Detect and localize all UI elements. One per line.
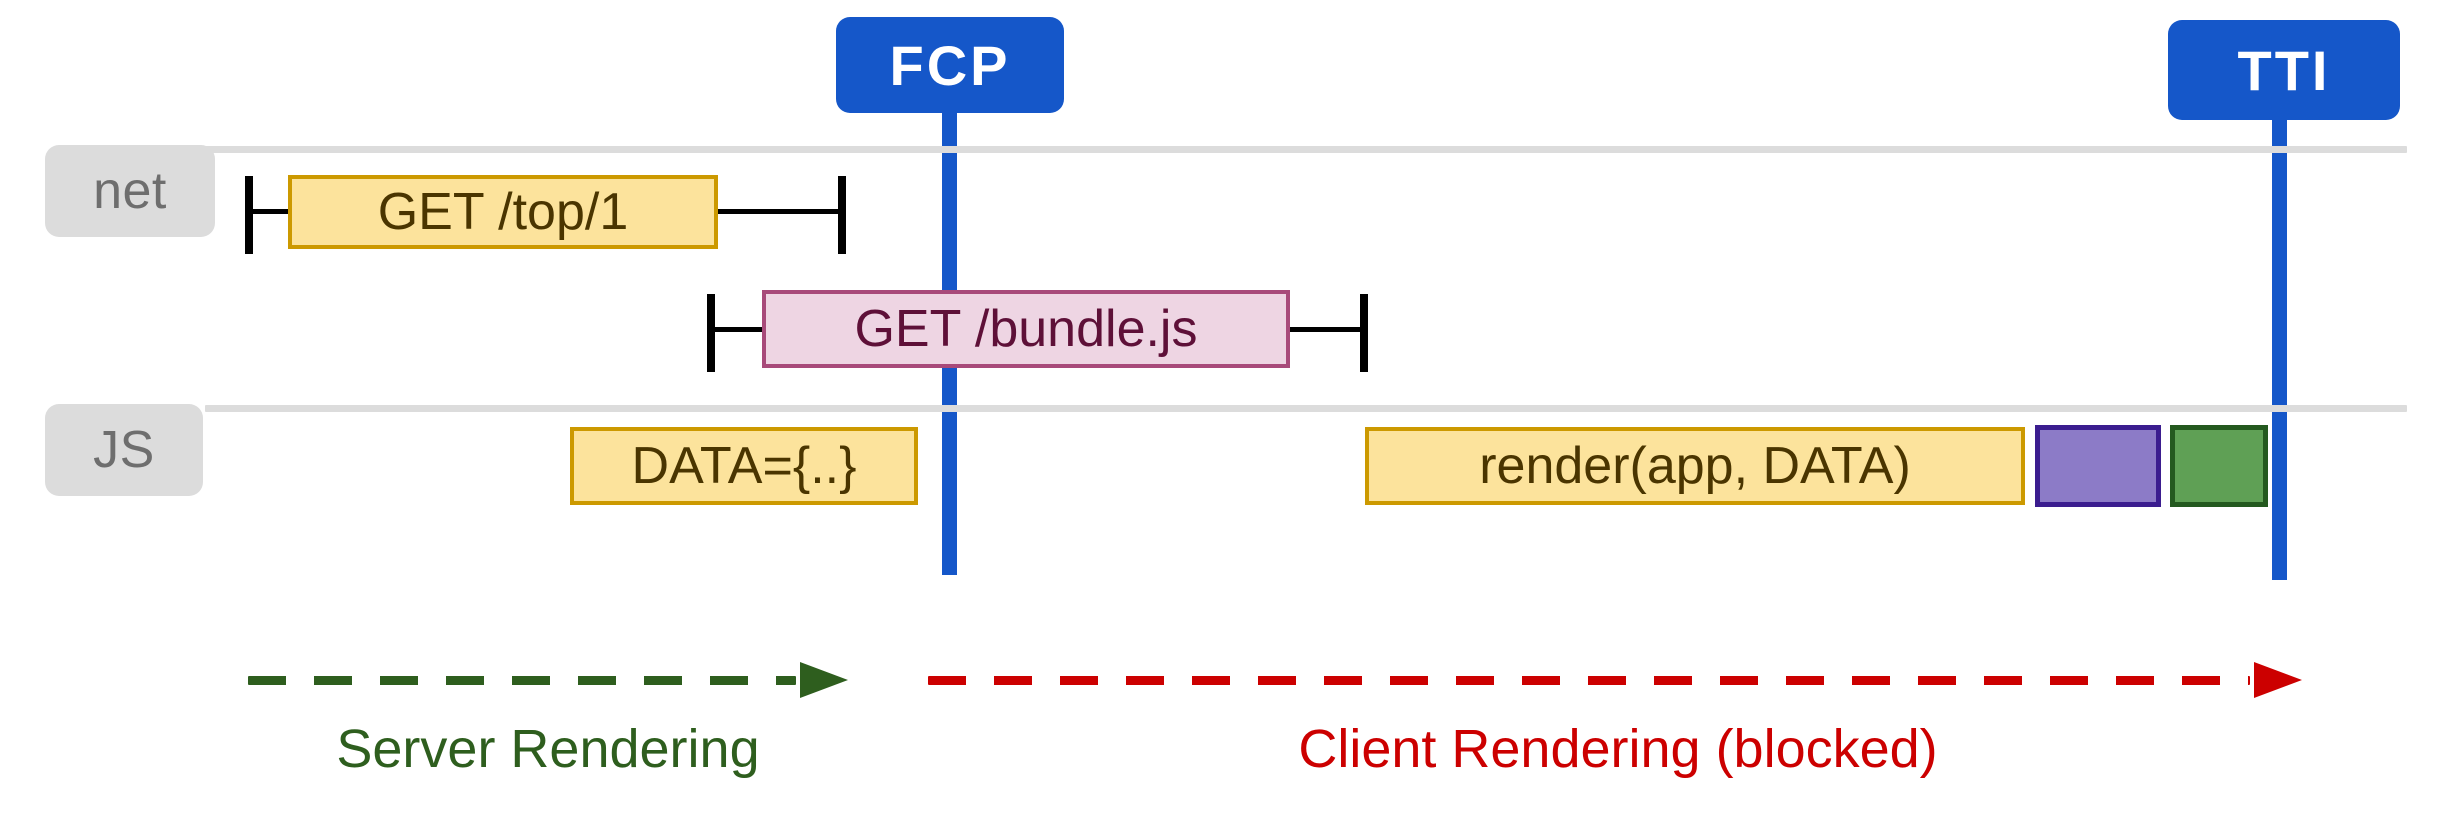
get-bundle-whisker-cap-end <box>1360 294 1368 372</box>
fcp-badge[interactable]: FCP <box>836 17 1064 113</box>
server-phase-label: Server Rendering <box>336 719 760 779</box>
span-task-green[interactable] <box>2170 425 2268 507</box>
row-label-net: net <box>45 145 215 237</box>
client-phase-label: Client Rendering (blocked) <box>1298 719 1938 779</box>
server-phase-arrowhead <box>800 662 848 698</box>
tti-marker-line <box>2272 100 2287 580</box>
tti-badge[interactable]: TTI <box>2168 20 2400 120</box>
server-phase-dashes <box>248 676 796 685</box>
js-track-line <box>205 405 2407 412</box>
client-phase-dashes <box>928 676 2250 685</box>
row-label-js: JS <box>45 404 203 496</box>
net-track-line <box>205 146 2407 153</box>
span-get-top[interactable]: GET /top/1 <box>288 175 718 249</box>
span-get-bundle[interactable]: GET /bundle.js <box>762 290 1290 368</box>
client-phase-arrowhead <box>2254 662 2302 698</box>
get-bundle-whisker-cap-start <box>707 294 715 372</box>
span-data-assign[interactable]: DATA={..} <box>570 427 918 505</box>
get-top-whisker-cap-end <box>838 176 846 254</box>
get-top-whisker-cap-start <box>245 176 253 254</box>
span-render-call[interactable]: render(app, DATA) <box>1365 427 2025 505</box>
span-task-purple[interactable] <box>2035 425 2161 507</box>
